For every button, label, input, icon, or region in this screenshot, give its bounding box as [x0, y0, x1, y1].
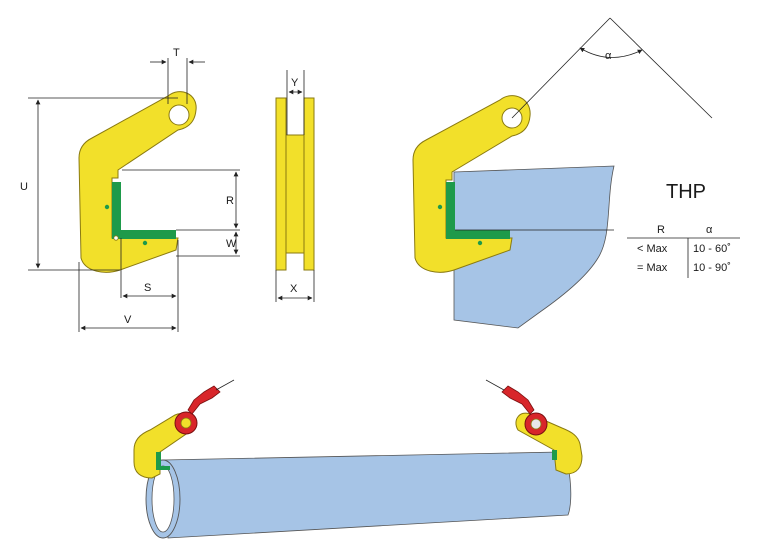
pivot-dot: [142, 240, 148, 246]
jaw-pad-vertical: [446, 182, 455, 238]
table-row-1-alpha: 10 - 60˚: [693, 243, 731, 255]
clamp-front-view: [275, 97, 315, 271]
sling-right-line: [485, 379, 505, 391]
dim-label-V: V: [124, 314, 132, 326]
front-center-block: [285, 134, 305, 254]
clamp-eye-hole: [168, 104, 190, 126]
pipe-clamp-left-pad: [156, 452, 161, 470]
table-row-2-r: = Max: [637, 262, 668, 274]
front-left-plate: [275, 97, 287, 271]
spec-table: R α < Max 10 - 60˚ = Max 10 - 90˚: [627, 224, 740, 278]
dim-label-R: R: [226, 195, 234, 207]
pipe-body: [162, 451, 572, 539]
angle-label: α: [605, 50, 612, 62]
jaw-pad-horizontal: [446, 230, 510, 239]
table-header-alpha: α: [706, 224, 713, 236]
clamp-side-view: [78, 91, 197, 273]
pivot-dot: [437, 204, 443, 210]
clamp-on-plate: [412, 17, 713, 329]
jaw-pad-vertical: [112, 182, 121, 238]
table-header-R: R: [657, 224, 665, 236]
steel-plate: [453, 165, 615, 329]
dim-label-Y: Y: [291, 77, 299, 89]
angle-arc: [579, 47, 643, 58]
pipe-clamp-right-pad: [552, 450, 557, 460]
sling-left-line: [215, 379, 235, 391]
pipe-clamp-left-eye-hole: [180, 417, 192, 429]
dim-label-X: X: [290, 283, 298, 295]
front-right-plate: [303, 97, 315, 271]
table-row-1-r: < Max: [637, 243, 668, 255]
table-row-2-alpha: 10 - 90˚: [693, 262, 731, 274]
pipe-lift-illustration: [133, 379, 583, 539]
shackle-right: [501, 385, 535, 415]
cam-dot: [113, 235, 119, 241]
dim-label-U: U: [20, 181, 28, 193]
pipe-clamp-right-eye-hole: [530, 418, 542, 430]
dimension-lines-side: [28, 58, 240, 332]
model-name: THP: [666, 181, 706, 203]
dim-label-S: S: [144, 282, 151, 294]
dim-label-W: W: [226, 238, 237, 250]
jaw-pad-horizontal: [112, 230, 176, 239]
sling-right-line: [609, 17, 713, 119]
shackle-left: [187, 385, 221, 415]
pipe-clamp-left-pad-bottom: [156, 466, 170, 470]
dimension-lines-front: [275, 70, 315, 302]
pivot-dot: [104, 204, 110, 210]
pivot-dot: [477, 240, 483, 246]
sling-left-line: [511, 17, 611, 119]
dim-label-T: T: [173, 47, 180, 59]
